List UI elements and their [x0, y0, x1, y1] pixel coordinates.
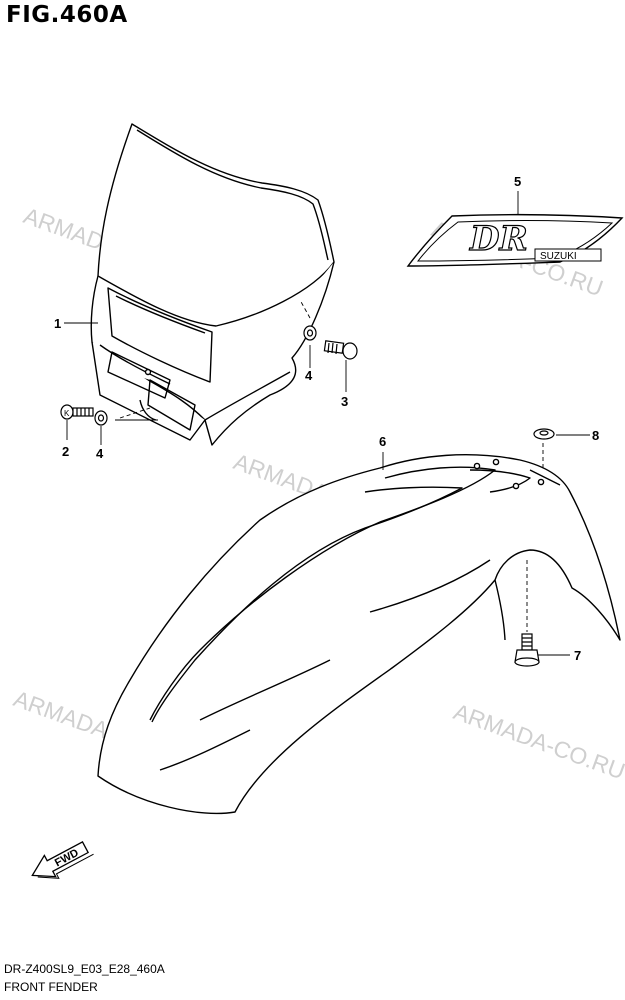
- decal-logo: DR: [469, 219, 528, 259]
- fasteners: K: [60, 325, 555, 667]
- dr-decal: DR SUZUKI: [406, 213, 624, 267]
- callout-6: 6: [379, 434, 386, 449]
- bolt-7: [514, 633, 540, 667]
- callout-3: 3: [341, 394, 348, 409]
- decal-brand: SUZUKI: [540, 251, 577, 262]
- diagram-code: DR-Z400SL9_E03_E28_460A: [4, 962, 165, 976]
- headlight-cover: [90, 123, 335, 446]
- grommet-4-left: [94, 410, 108, 426]
- fwd-label: FWD: [53, 847, 81, 869]
- callouts: 1 2 3 4 4 5 6 7 8: [54, 174, 599, 663]
- decal-brand-box: [534, 248, 602, 262]
- callout-2: 2: [62, 444, 69, 459]
- nut-8: [533, 428, 555, 440]
- screw-3: [323, 340, 358, 360]
- figure-title: FIG.460A: [6, 2, 128, 28]
- callout-7: 7: [574, 648, 581, 663]
- diagram-name: FRONT FENDER: [4, 980, 98, 994]
- callout-8: 8: [592, 428, 599, 443]
- callout-4a: 4: [96, 446, 104, 461]
- callout-1: 1: [54, 316, 61, 331]
- screw-2: K: [60, 404, 94, 420]
- callout-4b: 4: [305, 368, 313, 383]
- svg-text:K: K: [64, 409, 70, 418]
- fwd-arrow: FWD: [31, 841, 94, 879]
- watermark: ARMADA-CO.RU: [450, 698, 625, 784]
- leader-lines: [64, 191, 590, 656]
- callout-5: 5: [514, 174, 521, 189]
- front-fender: [97, 454, 621, 815]
- grommet-4-right: [303, 325, 317, 341]
